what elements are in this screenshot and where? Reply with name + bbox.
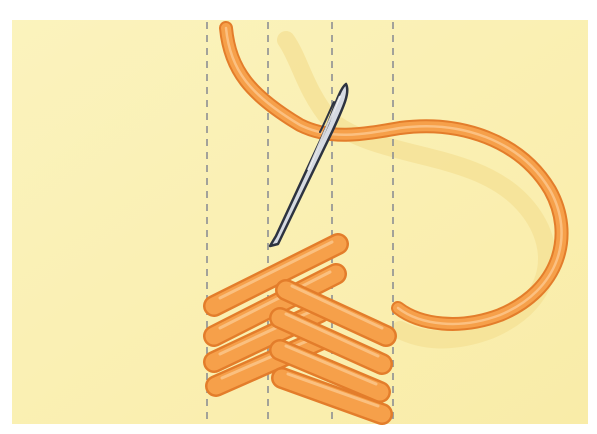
embroidery-diagram bbox=[0, 0, 597, 434]
illustration-frame bbox=[0, 0, 597, 434]
